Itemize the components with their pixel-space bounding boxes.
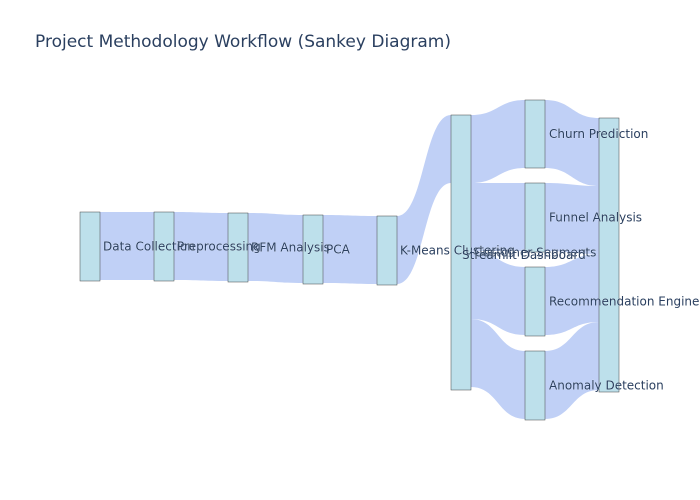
nodes-layer [79,99,620,421]
node-label-anomaly-detection: Anomaly Detection [549,379,664,393]
node-label-customer-segments: Customer Segments [474,246,596,260]
link-anomaly-detection-to-streamlit-dashboard[interactable] [545,322,599,419]
link-customer-segments-to-anomaly-detection[interactable] [471,319,525,419]
node-churn-prediction[interactable] [524,99,546,169]
node-anomaly-detection[interactable] [524,350,546,421]
link-data-collection-to-preprocessing[interactable] [100,212,154,280]
node-label-data-collection: Data Collection [103,240,195,254]
node-k-means-clustering[interactable] [376,215,398,286]
link-k-means-clustering-to-customer-segments[interactable] [397,115,451,284]
links-layer [100,100,599,419]
node-label-pca: PCA [326,243,351,257]
link-customer-segments-to-funnel-analysis[interactable] [471,183,525,251]
node-pca[interactable] [302,214,324,285]
node-label-rfm-analysis: RFM Analysis [251,241,330,255]
node-preprocessing[interactable] [153,211,175,282]
link-preprocessing-to-rfm-analysis[interactable] [174,212,228,281]
node-customer-segments[interactable] [450,114,472,391]
node-label-k-means-clustering: K-Means Clustering [400,244,515,258]
node-data-collection[interactable] [79,211,101,282]
link-customer-segments-to-churn-prediction[interactable] [471,100,525,183]
node-rfm-analysis[interactable] [227,212,249,283]
node-label-churn-prediction: Churn Prediction [549,127,648,141]
node-streamlit-dashboard[interactable] [598,117,620,393]
link-recommendation-engine-to-streamlit-dashboard[interactable] [545,254,599,335]
link-customer-segments-to-recommendation-engine[interactable] [471,251,525,335]
node-funnel-analysis[interactable] [524,182,546,253]
link-rfm-analysis-to-pca[interactable] [248,213,303,283]
node-label-recommendation-engine: Recommendation Engine [549,295,699,309]
node-recommendation-engine[interactable] [524,266,546,337]
link-funnel-analysis-to-streamlit-dashboard[interactable] [545,183,599,254]
link-pca-to-k-means-clustering[interactable] [323,215,377,284]
node-label-preprocessing: Preprocessing [177,240,261,254]
link-churn-prediction-to-streamlit-dashboard[interactable] [545,100,599,186]
chart-title: Project Methodology Workflow (Sankey Dia… [35,32,451,52]
node-label-funnel-analysis: Funnel Analysis [549,211,642,225]
node-label-streamlit-dashboard: Streamlit Dashboard [462,248,586,262]
